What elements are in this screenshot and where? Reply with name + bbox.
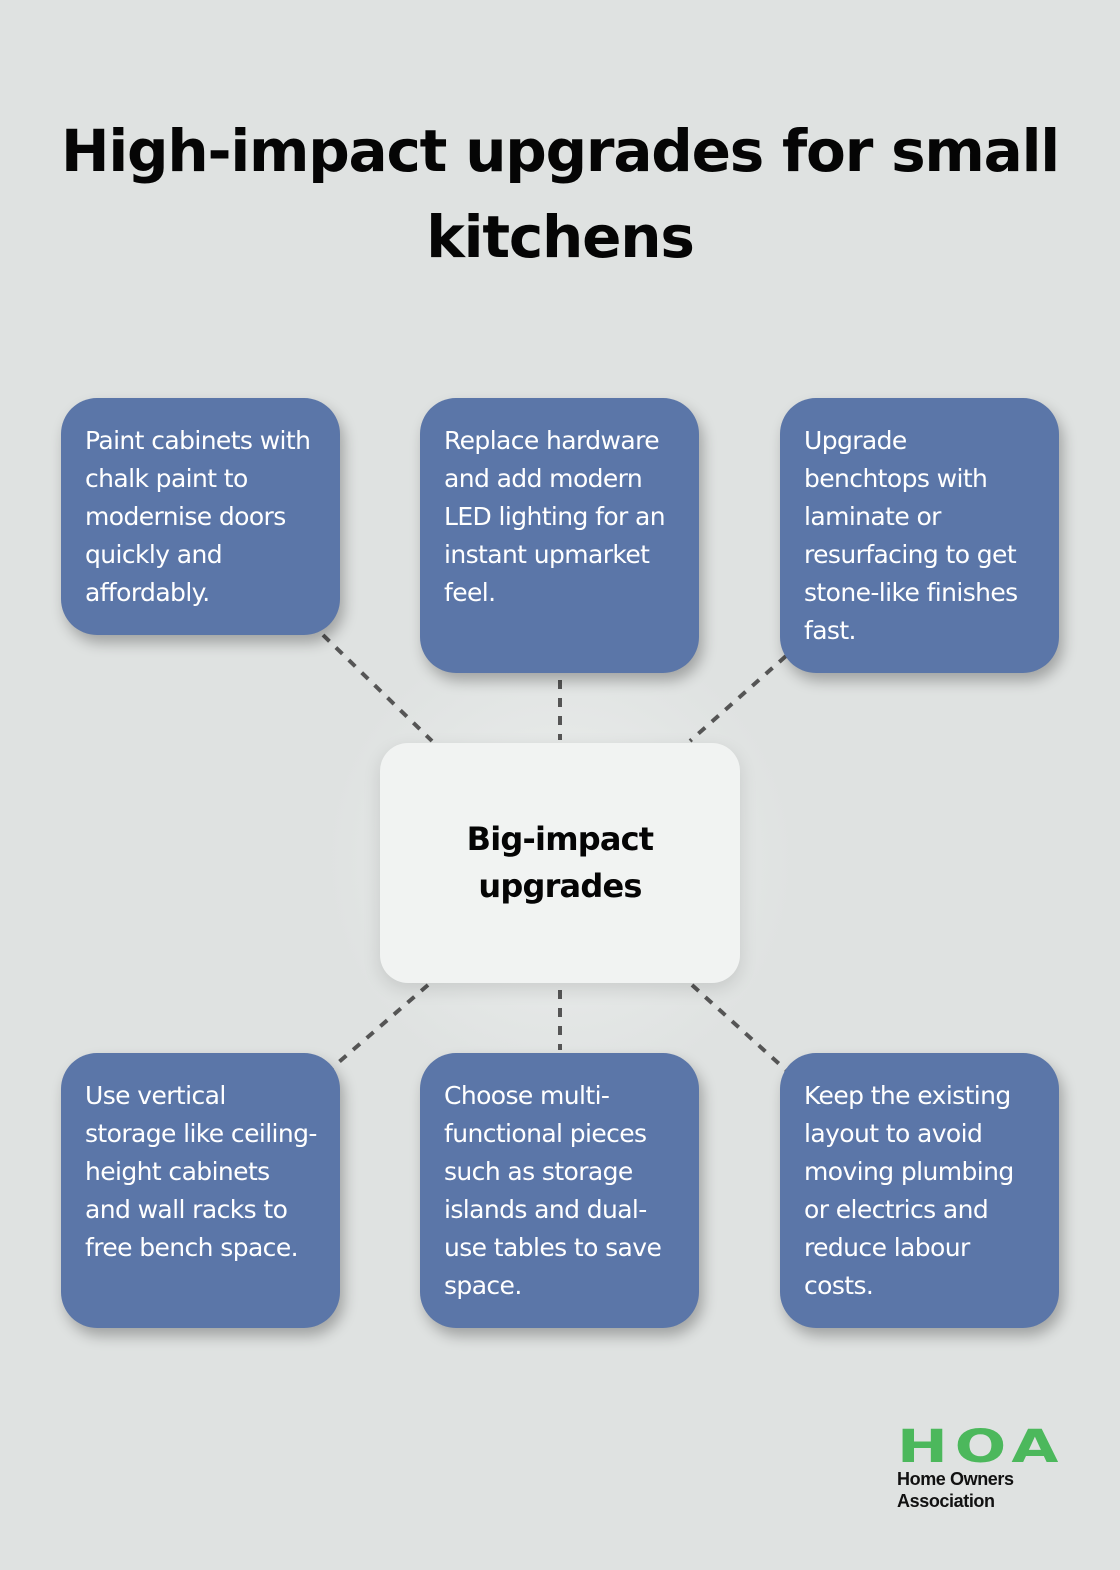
logo-line-2: Association	[897, 1491, 995, 1511]
center-node: Big-impact upgrades	[380, 743, 740, 983]
hoa-logo: HOA Home Owners Association	[897, 1424, 1067, 1512]
card-text: Upgrade benchtops with laminate or resur…	[804, 426, 1018, 645]
connector-bottom-right	[690, 983, 789, 1073]
upgrade-card-multifunctional: Choose multi-functional pieces such as s…	[420, 1053, 699, 1328]
upgrade-card-paint-cabinets: Paint cabinets with chalk paint to moder…	[61, 398, 340, 635]
upgrade-card-keep-layout: Keep the existing layout to avoid moving…	[780, 1053, 1059, 1328]
connector-top-left	[321, 633, 434, 743]
logo-line-1: Home Owners	[897, 1469, 1014, 1489]
card-text: Paint cabinets with chalk paint to moder…	[85, 426, 311, 607]
logo-mark: HOA	[897, 1420, 1066, 1473]
center-label: Big-impact upgrades	[466, 820, 654, 905]
card-text: Choose multi-functional pieces such as s…	[444, 1081, 662, 1300]
card-text: Replace hardware and add modern LED ligh…	[444, 426, 666, 607]
connector-top-right	[688, 654, 788, 743]
connector-bottom-left	[330, 983, 430, 1070]
upgrade-card-benchtops: Upgrade benchtops with laminate or resur…	[780, 398, 1059, 673]
card-text: Keep the existing layout to avoid moving…	[804, 1081, 1014, 1300]
page-title: High-impact upgrades for small kitchens	[61, 117, 1060, 271]
upgrade-card-hardware-lighting: Replace hardware and add modern LED ligh…	[420, 398, 699, 673]
card-text: Use vertical storage like ceiling-height…	[85, 1081, 317, 1262]
upgrade-card-vertical-storage: Use vertical storage like ceiling-height…	[61, 1053, 340, 1328]
